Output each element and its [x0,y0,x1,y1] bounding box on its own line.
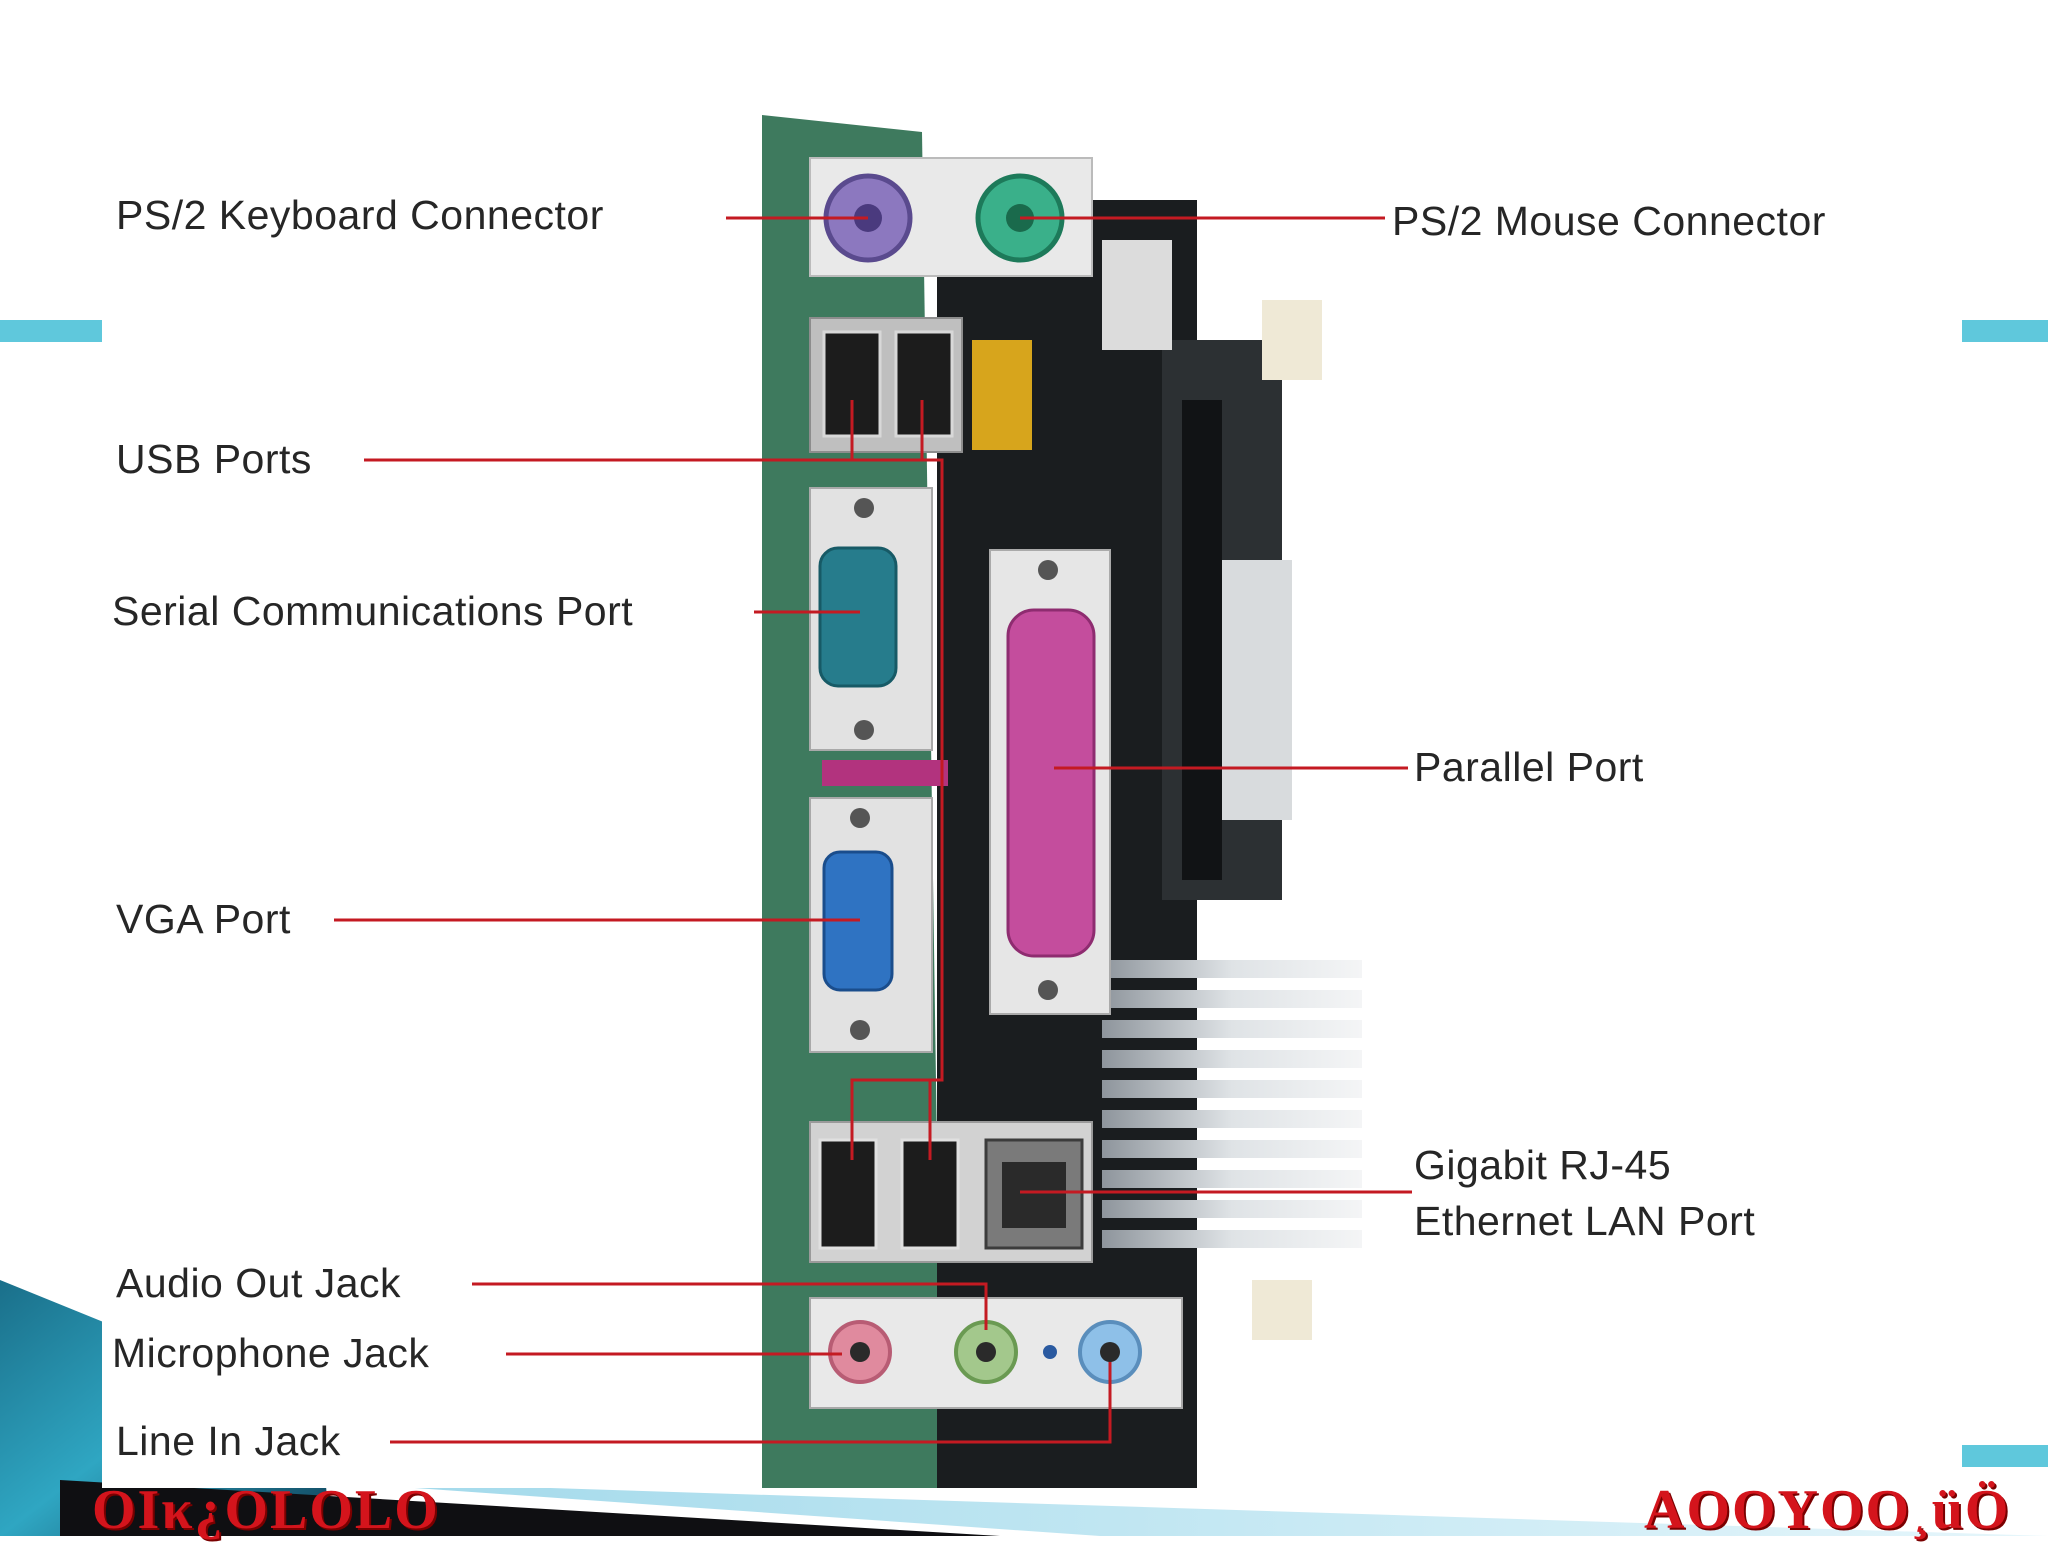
leader-usb-lower-2 [928,1078,942,1160]
leader-audio-out [472,1282,988,1330]
footer-text-left: OIκ¿OLOLO [92,1479,440,1541]
cream-clip-lower [1252,1280,1312,1340]
label-audio-out: Audio Out Jack [116,1260,402,1306]
accent-bar-right [1962,320,2048,342]
audio-out-jack-hole-icon [976,1342,996,1362]
cream-clip [1262,300,1322,380]
slot-latch [1222,560,1292,820]
label-line-in: Line In Jack [116,1418,341,1464]
label-serial-port: Serial Communications Port [112,588,634,634]
yellow-capacitor [972,340,1032,450]
label-usb-ports: USB Ports [116,436,312,482]
leader-line-in [390,1362,1112,1444]
parallel-db25-port [1006,608,1096,958]
motherboard-io-diagram [334,115,1412,1488]
vga-screw-bottom-icon [850,1020,870,1040]
magenta-strip [822,760,948,786]
rj45-socket-icon [1002,1162,1066,1228]
serial-screw-bottom-icon [854,720,874,740]
white-clip [1102,240,1172,350]
indicator-dot-icon [1043,1345,1057,1359]
accent-bar-left [0,320,102,342]
serial-db9-port [818,546,898,688]
label-microphone: Microphone Jack [112,1330,430,1376]
label-ps2-mouse: PS/2 Mouse Connector [1392,198,1826,244]
line-in-jack-hole-icon [1100,1342,1120,1362]
microphone-jack-hole-icon [850,1342,870,1362]
accent-bar-bottom-right [1962,1445,2048,1467]
label-ps2-keyboard: PS/2 Keyboard Connector [116,192,604,238]
usb-port-lower-1 [818,1138,878,1250]
parallel-screw-top-icon [1038,560,1058,580]
usb-port-upper-2 [894,330,954,438]
parallel-screw-bottom-icon [1038,980,1058,1000]
label-gigabit-line2: Ethernet LAN Port [1414,1198,1756,1244]
footer-text-right: AOOYOO¸üÖ [1644,1479,2011,1541]
slot-channel [1182,400,1222,880]
label-parallel-port: Parallel Port [1414,744,1644,790]
label-gigabit-line1: Gigabit RJ-45 [1414,1142,1672,1188]
motherboard-image-panel: PS/2 Keyboard Connector PS/2 Mouse Conne… [102,100,1962,1488]
label-vga-port: VGA Port [116,896,291,942]
vga-screw-top-icon [850,808,870,828]
serial-screw-top-icon [854,498,874,518]
heatsink [1102,960,1362,1248]
